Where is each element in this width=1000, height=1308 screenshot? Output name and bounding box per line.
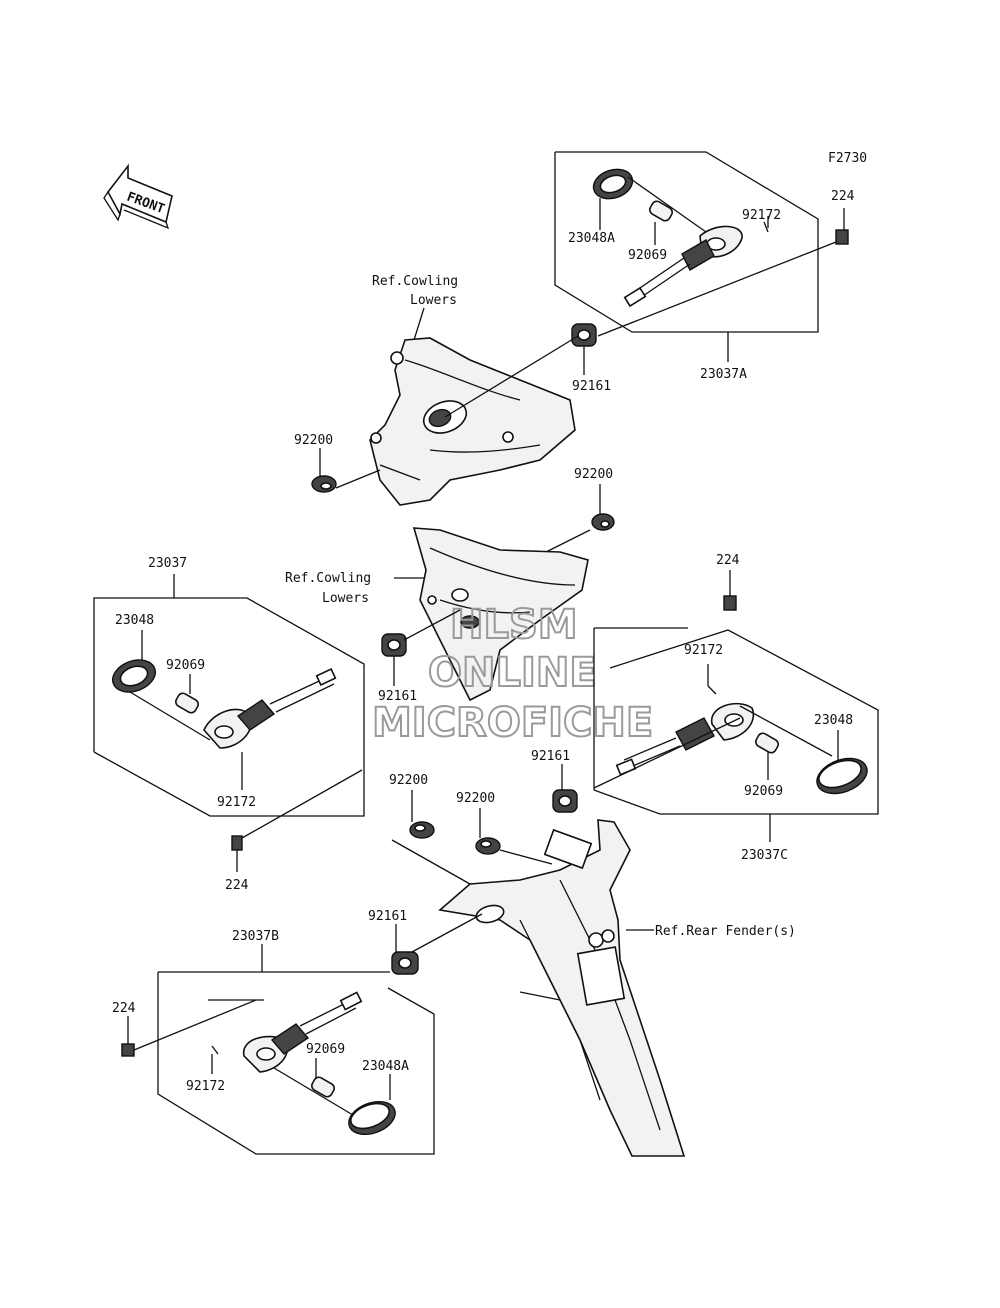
rear-fender (438, 819, 686, 1157)
mid-washer (545, 484, 615, 553)
ref-cowling-upper-2: Lowers (410, 293, 457, 308)
front-arrow-icon: FRONT (103, 163, 173, 230)
label-right-lens: 23048 (814, 713, 853, 728)
upper-washer (311, 448, 381, 493)
middle-cowling (412, 527, 589, 702)
label-left-lens: 23048 (115, 613, 154, 628)
label-top-grommet: 92161 (572, 379, 611, 394)
left-grommet (381, 609, 461, 686)
label-right-bulb: 92069 (744, 784, 783, 799)
rear-washer-b (475, 808, 553, 865)
bottom-grommet (391, 913, 483, 975)
top-grommet (571, 323, 597, 375)
label-left-assembly: 23037 (148, 556, 187, 571)
label-bottom-assembly: 23037B (232, 929, 279, 944)
label-mid-washer: 92200 (574, 467, 613, 482)
right-assembly-group (593, 570, 879, 842)
ref-cowling-upper-1: Ref.Cowling (372, 274, 458, 289)
label-bottom-bolt: 224 (112, 1001, 136, 1016)
label-left-bolt: 224 (225, 878, 249, 893)
label-upper-washer: 92200 (294, 433, 333, 448)
upper-cowling (369, 337, 576, 506)
figure-code: F2730 (828, 151, 867, 166)
label-left-bulb: 92069 (166, 658, 205, 673)
label-right-bolt: 224 (716, 553, 740, 568)
watermark-line-3: MICROFICHE (372, 700, 653, 746)
ref-cowling-middle-1: Ref.Cowling (285, 571, 371, 586)
watermark-line-2: ONLINE (428, 650, 597, 696)
label-rear-washer-a: 92200 (389, 773, 428, 788)
label-bottom-lens: 23048A (362, 1059, 409, 1074)
right-grommet (552, 764, 578, 813)
rear-washer-a (391, 790, 471, 885)
bottom-assembly-group (121, 944, 435, 1155)
label-bottom-grommet: 92161 (368, 909, 407, 924)
label-bottom-bulb: 92069 (306, 1042, 345, 1057)
label-left-grommet: 92161 (378, 689, 417, 704)
label-top-screw: 92172 (742, 208, 781, 223)
left-assembly-group (93, 574, 365, 872)
label-left-screw: 92172 (217, 795, 256, 810)
label-top-assembly: 23037A (700, 367, 747, 382)
label-top-bolt: 224 (831, 189, 855, 204)
label-right-grommet: 92161 (531, 749, 570, 764)
watermark-line-1: HLSM (450, 602, 578, 648)
top-assembly-group (554, 151, 849, 362)
label-right-assembly: 23037C (741, 848, 788, 863)
label-right-screw: 92172 (684, 643, 723, 658)
label-rear-washer-b: 92200 (456, 791, 495, 806)
ref-cowling-middle-2: Lowers (322, 591, 369, 606)
label-top-bulb: 92069 (628, 248, 667, 263)
label-top-lens: 23048A (568, 231, 615, 246)
watermark: HLSM ONLINE MICROFICHE (371, 601, 654, 747)
label-bottom-screw: 92172 (186, 1079, 225, 1094)
ref-rear-fender: Ref.Rear Fender(s) (655, 924, 796, 939)
